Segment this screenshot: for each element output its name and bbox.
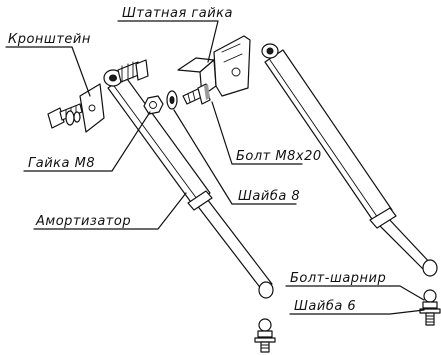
label-bolt-m8x20: Болт М8х20 (236, 149, 322, 164)
label-washer-6: Шайба 6 (294, 299, 356, 314)
right-strut-rod (375, 216, 434, 271)
right-strut-ball-end (422, 259, 438, 277)
label-hinge-bolt: Болт-шарнир (290, 271, 386, 286)
left-bracket (47, 59, 149, 133)
right-gas-strut (261, 43, 438, 277)
left-strut-rod (192, 194, 273, 291)
label-stock-nut: Штатная гайка (122, 6, 233, 21)
bracket-plate (79, 83, 105, 133)
label-shock-absorber: Амортизатор (35, 214, 131, 229)
label-washer-8: Шайба 8 (238, 189, 300, 204)
nut-m8-part (143, 95, 164, 115)
nut-washer-stack (143, 90, 178, 115)
label-bracket: Кронштейн (8, 32, 91, 47)
hinge-bolt-right (419, 289, 441, 326)
leader-lines (5, 20, 425, 315)
left-strut-ball-end (258, 281, 274, 299)
left-gas-strut (103, 69, 274, 299)
right-bracket (177, 35, 251, 105)
hinge-bolt-left (254, 318, 276, 353)
hinge-bracket-plate (213, 35, 251, 97)
label-nut-m8: Гайка М8 (28, 156, 95, 171)
